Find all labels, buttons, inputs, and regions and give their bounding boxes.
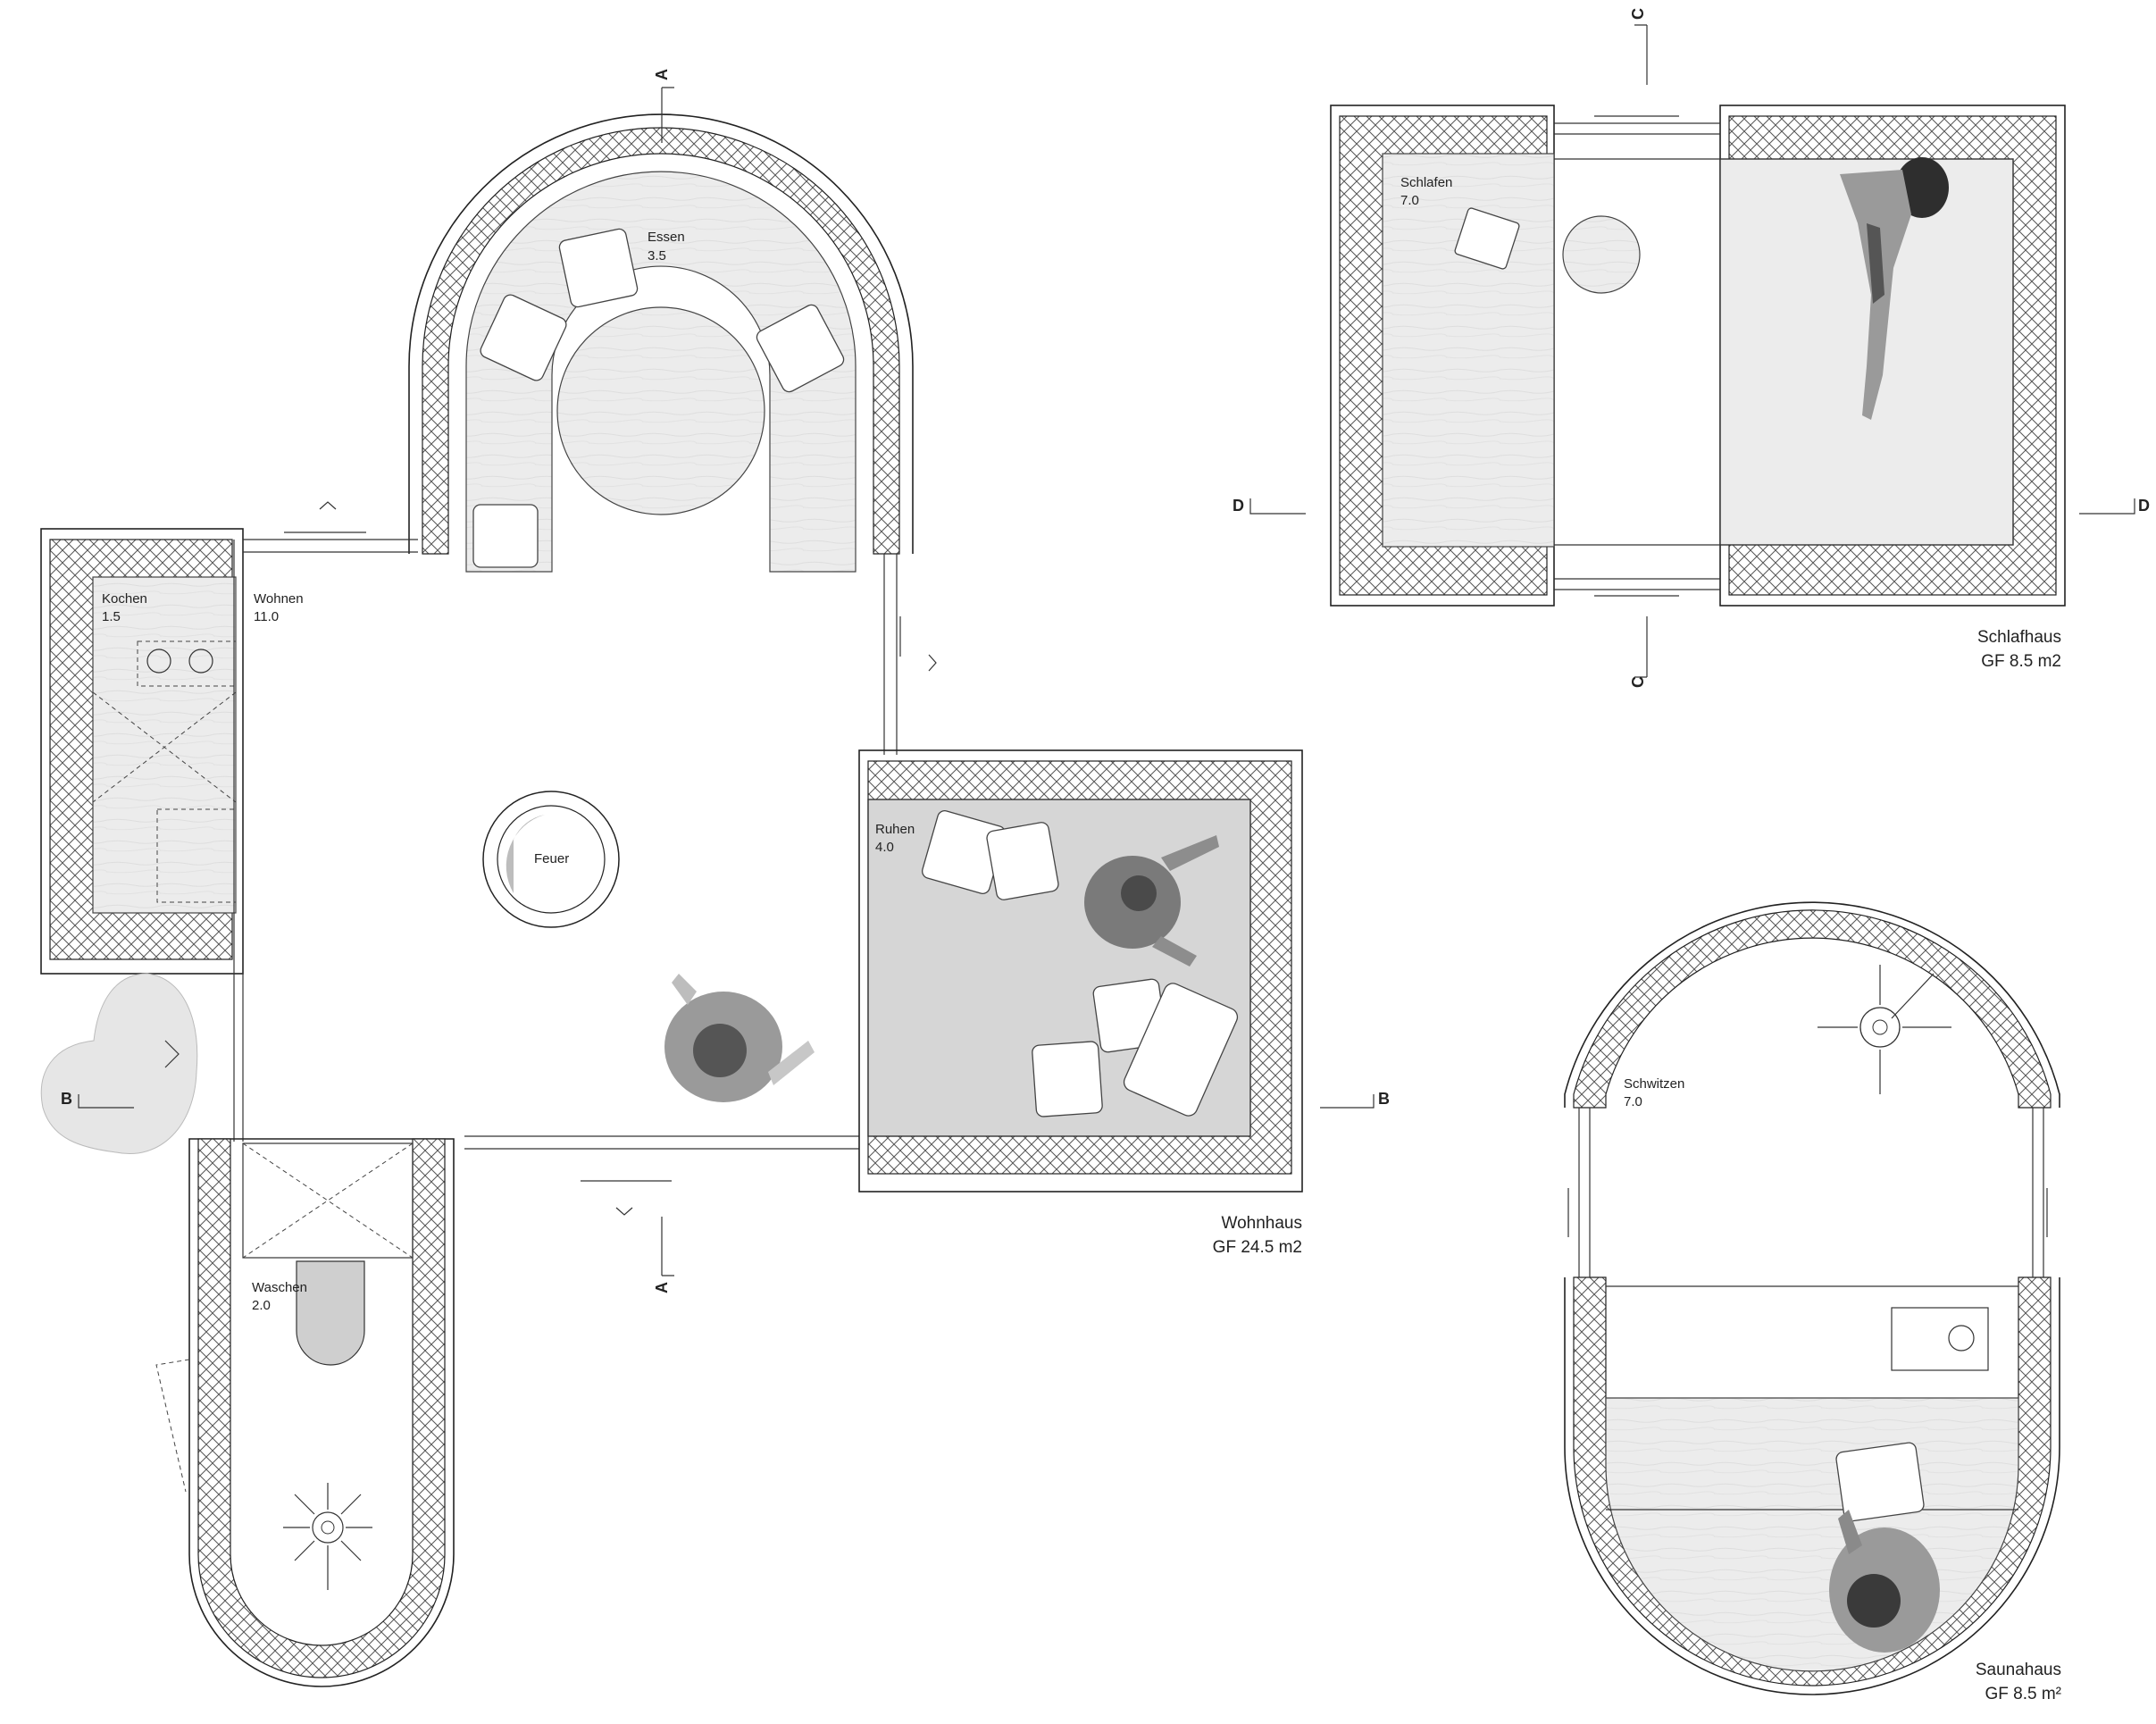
fire-pit-icon bbox=[482, 791, 620, 928]
room-kochen-name: Kochen bbox=[102, 591, 147, 607]
section-d-left-label: D bbox=[1233, 497, 1244, 515]
room-waschen-name: Waschen bbox=[252, 1280, 307, 1295]
fire-pit-label: Feuer bbox=[534, 851, 569, 866]
schlafhaus-name: Schlafhaus bbox=[1977, 628, 2061, 647]
ruhen-block bbox=[858, 749, 1303, 1193]
schlafhaus-plan bbox=[1330, 105, 2066, 607]
room-ruhen-area: 4.0 bbox=[875, 840, 894, 855]
saunahaus-name: Saunahaus bbox=[1976, 1661, 2061, 1679]
person-standing-icon bbox=[664, 974, 815, 1102]
section-d-right: D bbox=[2079, 497, 2150, 515]
room-ruhen-name: Ruhen bbox=[875, 822, 915, 837]
section-a-top-label: A bbox=[653, 69, 671, 80]
section-b-left: B bbox=[61, 1090, 134, 1109]
plant-shape bbox=[40, 973, 198, 1154]
section-a-bottom: A bbox=[653, 1217, 674, 1293]
room-schlafen-area: 7.0 bbox=[1400, 193, 1419, 208]
room-schwitzen-name: Schwitzen bbox=[1624, 1076, 1684, 1092]
room-schlafen-name: Schlafen bbox=[1400, 175, 1452, 190]
person-sitting-icon bbox=[1084, 835, 1219, 967]
schlafhaus-gf: GF 8.5 m2 bbox=[1981, 652, 2061, 671]
wohnhaus-gf: GF 24.5 m2 bbox=[1213, 1238, 1302, 1257]
room-wohnen-area: 11.0 bbox=[254, 609, 279, 624]
section-c-bottom-label: C bbox=[1629, 676, 1647, 688]
wohnen-floor bbox=[233, 531, 901, 1182]
room-essen-area: 3.5 bbox=[648, 248, 666, 264]
person-lying-icon bbox=[1840, 157, 1949, 420]
room-kochen-area: 1.5 bbox=[102, 609, 121, 624]
section-b-right: B bbox=[1320, 1090, 1390, 1109]
section-c-bottom: C bbox=[1629, 616, 1648, 688]
section-c-top: C bbox=[1629, 8, 1648, 85]
section-b-left-label: B bbox=[61, 1090, 72, 1108]
waschen-block bbox=[155, 1138, 455, 1687]
section-a-bottom-label: A bbox=[653, 1282, 671, 1293]
shower-drain-icon bbox=[283, 1483, 372, 1590]
section-d-left: D bbox=[1233, 497, 1306, 515]
room-essen-name: Essen bbox=[648, 230, 685, 245]
section-d-right-label: D bbox=[2138, 497, 2150, 515]
section-b-right-label: B bbox=[1378, 1090, 1390, 1108]
open-arrows bbox=[164, 501, 937, 1216]
wohnhaus-name: Wohnhaus bbox=[1222, 1214, 1303, 1233]
person-sitting-icon bbox=[1829, 1442, 1940, 1653]
section-c-top-label: C bbox=[1629, 8, 1647, 20]
saunahaus-gf: GF 8.5 m² bbox=[1985, 1685, 2061, 1703]
kochen-block bbox=[40, 528, 244, 975]
wohnhaus-plan bbox=[40, 113, 1303, 1687]
sauna-stove-icon bbox=[1818, 965, 1951, 1094]
room-schwitzen-area: 7.0 bbox=[1624, 1094, 1642, 1109]
section-a-top: A bbox=[653, 69, 674, 143]
saunahaus-plan bbox=[1564, 901, 2060, 1695]
room-wohnen-name: Wohnen bbox=[254, 591, 304, 607]
essen-apse bbox=[408, 113, 914, 573]
room-waschen-area: 2.0 bbox=[252, 1298, 271, 1313]
